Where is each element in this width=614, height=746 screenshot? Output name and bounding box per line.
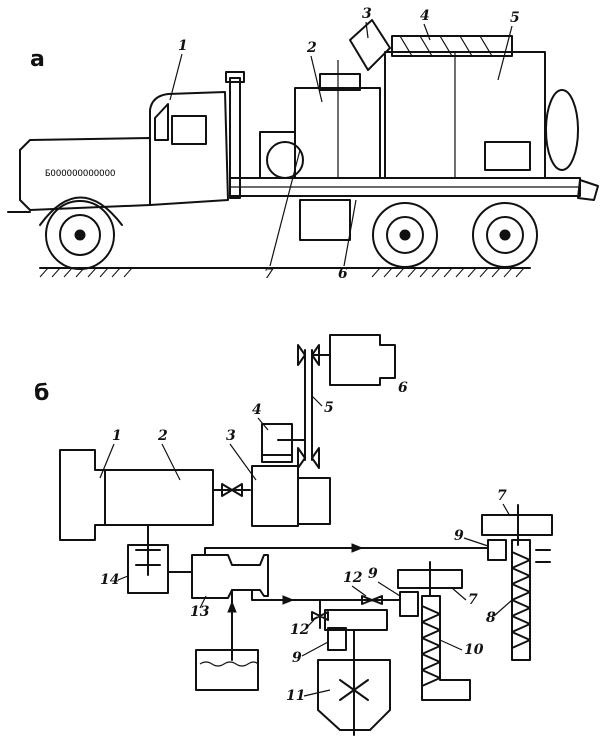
gearbox: [104, 469, 214, 526]
valve-upper: [361, 595, 383, 605]
windscreen: [154, 103, 169, 141]
callout-b-11: 11: [286, 688, 305, 704]
callout-b-7-right: 7: [497, 488, 507, 504]
panel-a-letter: а: [30, 47, 45, 72]
panel-b-letter: б: [34, 381, 49, 406]
callout-a-1: 1: [178, 38, 188, 54]
auger-feeder: [349, 19, 391, 71]
reducer-lower: [324, 609, 388, 631]
bunker-body: [384, 51, 546, 179]
cab-window: [171, 115, 207, 145]
callout-a-2: 2: [306, 40, 317, 56]
engine: [59, 449, 106, 541]
rear-wheel-1: [372, 202, 438, 268]
pressure-line-lower: [251, 589, 401, 601]
rear-hitch: [577, 179, 599, 201]
exhaust-pipe: [229, 77, 241, 199]
callout-b-12-lower: 12: [290, 622, 310, 638]
callout-b-9-middle: 9: [368, 566, 378, 582]
callout-b-5: 5: [324, 400, 334, 416]
oil-tank: [195, 649, 259, 691]
hydromotor-lower: [327, 627, 347, 651]
panel-a: а БОООООООООООО: [7, 6, 599, 282]
callout-b-6: 6: [398, 380, 408, 396]
cab: [149, 91, 229, 206]
radiator-lettering: БОООООООООООО: [45, 169, 115, 179]
front-fender: [39, 196, 123, 226]
screw-auger-middle: [421, 595, 471, 701]
callout-b-10: 10: [464, 642, 484, 658]
callout-b-9-right: 9: [454, 528, 464, 544]
panel-b: б: [34, 334, 553, 736]
mixer: [317, 659, 391, 731]
ground-line: [39, 267, 531, 278]
callout-a-4: 4: [420, 8, 430, 24]
callout-b-8: 8: [486, 610, 496, 626]
callout-b-9-lower: 9: [292, 650, 302, 666]
callout-b-3: 3: [226, 428, 236, 444]
hydromotor-middle: [399, 591, 419, 617]
callout-b-2: 2: [157, 428, 168, 444]
callout-b-13: 13: [190, 604, 210, 620]
gear-pump: [191, 554, 269, 599]
callout-b-4: 4: [252, 402, 262, 418]
hydromotor-upper: [487, 539, 507, 561]
callout-b-7-middle: 7: [468, 592, 478, 608]
angle-gear: [261, 423, 293, 463]
rear-wheel-2: [472, 202, 538, 268]
pressure-line-upper: [204, 547, 489, 556]
transfer-box: [251, 465, 299, 527]
front-wheel: [45, 200, 115, 270]
spare-wheel: [545, 89, 579, 171]
callout-b-1: 1: [112, 428, 122, 444]
callout-a-6: 6: [338, 266, 348, 282]
callout-a-3: 3: [362, 6, 372, 22]
callout-a-5: 5: [510, 10, 520, 26]
hydraulic-pump: [329, 334, 396, 386]
underbody-box: [299, 199, 351, 241]
callout-b-12-upper: 12: [343, 570, 363, 586]
callout-a-7: 7: [264, 266, 274, 282]
callout-b-14: 14: [100, 572, 119, 588]
